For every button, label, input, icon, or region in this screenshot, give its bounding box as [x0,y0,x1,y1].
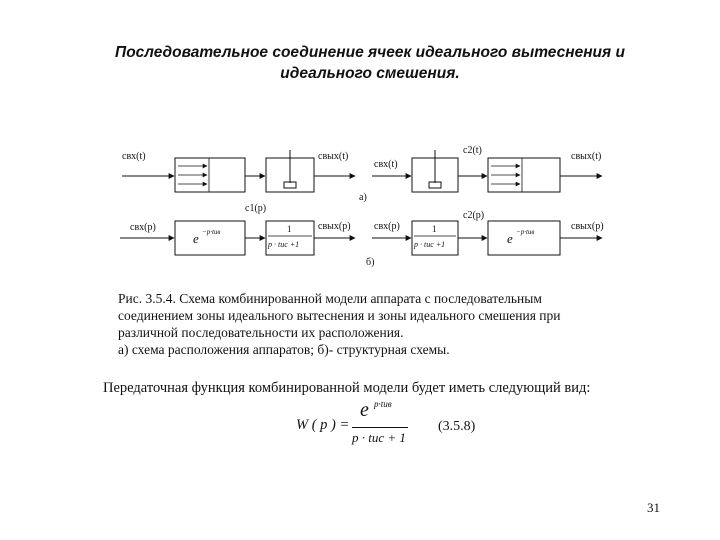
label-c2-p: c2(p) [463,210,484,221]
formula-number: (3.5.8) [438,419,476,434]
frac-den-left: p · tиc +1 [267,240,299,249]
formula-denominator: p · tис + 1 [352,430,406,445]
delay-block-right [487,220,561,256]
transfer-function-intro: Передаточная функция комбинированной мод… [103,380,591,396]
transfer-function-formula: W ( p ) = e p·tив p · tис + 1 (3.5.8) [292,395,512,460]
diagram-b-right: c2(p) cвх(p) 1 p · tиc +1 e −p·tив cвых(… [366,210,604,268]
delay-block-left [174,220,246,256]
label-c-in-right-a: cвх(t) [374,159,398,170]
frac-num-left: 1 [287,224,292,234]
label-c-out-right-a: cвых(t) [571,151,601,162]
diagram-a-right: c2(t) cвх(t) cвых(t) а) [359,145,603,203]
slide-title: Последовательное соединение ячеек идеаль… [70,42,670,84]
figure-caption: Рис. 3.5.4. Схема комбинированной модели… [118,290,630,358]
exp-right-sup: −p·tив [516,228,534,236]
label-c-out-mid-a: cвых(t) [318,151,348,162]
caption-line-2: соединением зоны идеального вытеснения и… [118,308,561,323]
frac-den-right: p · tиc +1 [413,240,445,249]
exp-right-base: e [507,231,513,246]
combined-model-diagram: cвх(t) cвых(t) c2(t) cвх(t) cвых(t) а) c… [120,145,604,268]
label-c-in-left-b: cвх(p) [130,222,156,233]
diagram-b-left: c1(p) cвх(p) e −p·tив 1 p · tиc +1 cвых(… [120,203,356,256]
page-number: 31 [647,500,660,515]
formula-numerator-exponent: p·tив [374,399,392,409]
caption-line-4: а) схема расположения аппаратов; б)- стр… [118,342,450,357]
label-c2-t: c2(t) [463,145,482,156]
caption-line-1: Рис. 3.5.4. Схема комбинированной модели… [118,291,542,306]
formula-numerator-e: e [360,399,369,421]
exp-left-sup: −p·tив [202,228,220,236]
diagram-a-left: cвх(t) cвых(t) [122,150,356,193]
label-c-in-left-a: cвх(t) [122,151,146,162]
formula-fraction-bar [352,427,408,428]
title-line-1: Последовательное соединение ячеек идеаль… [115,44,625,61]
label-c-in-right-b: cвх(p) [374,221,400,232]
exp-left-base: e [193,231,199,246]
frac-num-right: 1 [432,224,437,234]
label-b: б) [366,257,374,268]
label-c-out-right-b: cвых(p) [571,221,604,232]
label-c1-p: c1(p) [245,203,266,214]
formula-lhs: W ( p ) = [296,417,350,433]
title-line-2: идеального смешения. [280,65,460,82]
caption-line-3: различной последовательности их располож… [118,325,404,340]
label-c-out-mid-b: cвых(p) [318,221,351,232]
label-a: а) [359,192,367,203]
